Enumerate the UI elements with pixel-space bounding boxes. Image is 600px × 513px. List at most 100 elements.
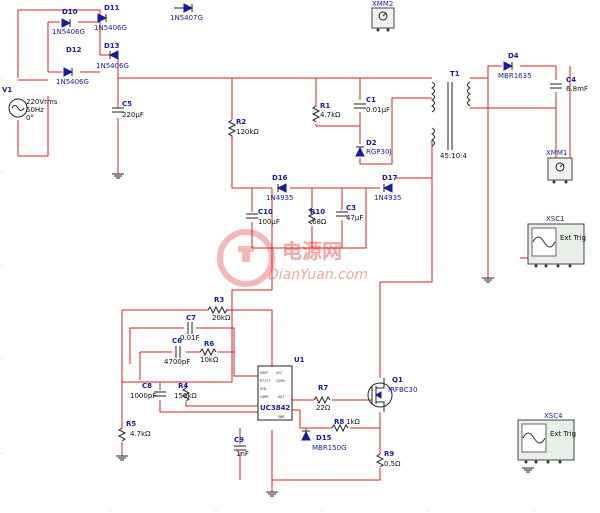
v1-amplitude: 220Vrms [26, 98, 58, 106]
diode-d16[interactable]: D16 1N4935 [266, 174, 294, 202]
resistor-r6[interactable]: R6 10kΩ [199, 340, 219, 364]
d11-part: 1N5406G [94, 24, 127, 32]
c8-label: C8 [142, 382, 152, 390]
u1-pin-gnd: GND [278, 415, 284, 419]
c3-label: C3 [346, 204, 356, 212]
diode-d11[interactable]: D11 1N5406G [94, 4, 127, 32]
r1-value: 4.7kΩ [320, 111, 341, 119]
ground-main [266, 491, 278, 497]
r10-value: 68Ω [312, 218, 327, 226]
capacitor-c4[interactable]: C4 6.8mF [550, 76, 588, 93]
resistor-r3[interactable]: R3 20kΩ [207, 296, 231, 322]
diode-d13[interactable]: D13 1N5406G [96, 42, 129, 70]
r3-value: 20kΩ [212, 314, 231, 322]
d17-part: 1N4935 [374, 194, 402, 202]
c3-value: 47µF [346, 214, 363, 222]
multimeter-xmm1[interactable]: XMM1 [546, 149, 573, 184]
d12-part: 1N5406G [56, 78, 89, 86]
d4-part: MBR1635 [498, 72, 532, 80]
capacitor-c10[interactable]: C10 100µF [246, 208, 280, 226]
d15-part: MBR150G [312, 444, 347, 452]
diode-1n5407g[interactable]: 1N5407G [170, 3, 203, 22]
r1-label: R1 [320, 102, 330, 110]
d13-label: D13 [104, 42, 120, 50]
d16-label: D16 [272, 174, 288, 182]
diode-d2[interactable]: D2 RGP30J [355, 139, 391, 157]
oscilloscope-xsc4[interactable]: Ext Trig XSC4 [517, 412, 576, 464]
xmm2-label: XMM2 [372, 0, 393, 8]
resistor-r8[interactable]: R8 1kΩ [331, 418, 361, 433]
capacitor-c3[interactable]: C3 47µF [336, 204, 363, 222]
d17-label: D17 [382, 174, 398, 182]
oscilloscope-xsc1[interactable]: Ext Trig XSC1 [527, 215, 586, 268]
c1-label: C1 [366, 96, 376, 104]
capacitor-c1[interactable]: C1 0.01µF [354, 96, 390, 114]
transformer-t1[interactable]: T1 45:10:4 [431, 70, 471, 160]
capacitor-c5[interactable]: C5 220µF [112, 100, 144, 119]
v1-label: V1 [2, 86, 12, 94]
r2-value: 120kΩ [236, 128, 259, 136]
ic-u1[interactable]: U1 UC3842 VREF VCC RT/CT VFB COMP ISEN O… [257, 356, 305, 421]
r10-label: R10 [310, 208, 325, 216]
u1-pin-vcc: VCC [276, 371, 282, 375]
c9-label: C9 [234, 436, 244, 444]
c10-value: 100µF [258, 218, 280, 226]
diode-d15[interactable]: D15 MBR150G [301, 430, 347, 452]
c1-value: 0.01µF [366, 106, 390, 114]
xsc4-ext-trig: Ext Trig [550, 430, 576, 438]
capacitor-c6[interactable]: C6 4700pF [164, 337, 190, 366]
diode-d10[interactable]: D10 1N5406G [52, 8, 85, 36]
resistor-r9[interactable]: R9 0.5Ω [375, 450, 401, 468]
mosfet-q1[interactable]: Q1 IRFBC30 [367, 376, 417, 412]
d16-part: 1N4935 [266, 194, 294, 202]
capacitor-c8[interactable]: C8 1000pF [130, 382, 166, 400]
d-top-part: 1N5407G [170, 14, 203, 22]
v1-frequency: 50Hz [26, 106, 44, 114]
xmm1-label: XMM1 [546, 149, 567, 157]
u1-pin-vfb: VFB [260, 387, 266, 391]
d10-part: 1N5406G [52, 28, 85, 36]
ground-r5 [116, 455, 128, 461]
resistor-r10[interactable]: R10 68Ω [307, 207, 327, 226]
d15-label: D15 [316, 434, 332, 442]
resistor-r5[interactable]: R5 4.7kΩ [117, 420, 151, 442]
d2-part: RGP30J [366, 148, 391, 156]
diode-d17[interactable]: D17 1N4935 [374, 174, 402, 202]
r9-value: 0.5Ω [384, 460, 401, 468]
r4-label: R4 [178, 382, 188, 390]
t1-label: T1 [450, 70, 460, 78]
c6-label: C6 [172, 337, 182, 345]
c10-label: C10 [258, 208, 273, 216]
r4-value: 150kΩ [174, 392, 197, 400]
c5-value: 220µF [122, 111, 144, 119]
r8-value: 1kΩ [346, 418, 361, 426]
c8-value: 1000pF [130, 392, 156, 400]
u1-pin-isen: ISEN [276, 379, 284, 383]
watermark-site-text: DianYuan.com [268, 267, 368, 283]
q1-label: Q1 [392, 376, 403, 384]
r8-label: R8 [334, 418, 344, 426]
resistor-r1[interactable]: R1 4.7kΩ [311, 102, 341, 123]
ac-source-v1[interactable]: V1 220Vrms 50Hz 0° [2, 86, 58, 122]
resistor-r2[interactable]: R2 120kΩ [227, 118, 259, 138]
d2-label: D2 [366, 139, 377, 147]
d13-part: 1N5406G [96, 62, 129, 70]
capacitor-c9[interactable]: C9 1nF [234, 436, 249, 458]
capacitor-c7[interactable]: C7 0.01F [180, 314, 200, 342]
u1-part: UC3842 [260, 404, 290, 412]
ground-secondary [482, 277, 494, 283]
d12-label: D12 [66, 46, 82, 54]
resistor-r7[interactable]: R7 22Ω [313, 384, 331, 412]
d11-label: D11 [104, 4, 120, 12]
r2-label: R2 [236, 118, 246, 126]
diode-d12[interactable]: D12 1N5406G [56, 46, 89, 86]
xsc1-label: XSC1 [546, 215, 565, 223]
r7-label: R7 [318, 384, 328, 392]
multimeter-xmm2[interactable]: XMM2 [371, 0, 395, 32]
resistor-r4[interactable]: R4 150kΩ [174, 382, 197, 402]
u1-pin-vref: VREF [260, 371, 268, 375]
u1-pin-rtct: RT/CT [260, 379, 271, 383]
diode-d4[interactable]: D4 MBR1635 [498, 52, 532, 80]
